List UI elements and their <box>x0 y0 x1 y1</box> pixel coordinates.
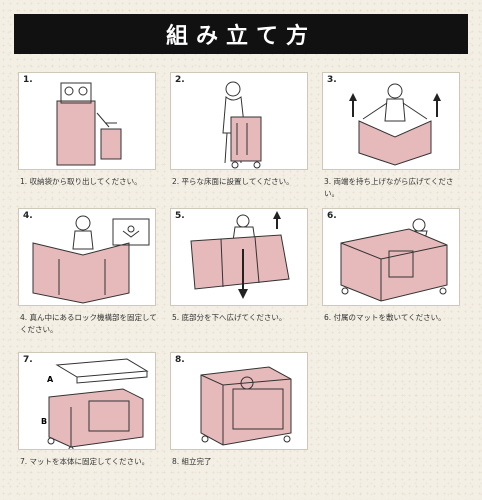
person-placing-crib-icon <box>222 81 262 169</box>
step-caption: 6. 付属のマットを敷いてください。 <box>324 313 446 322</box>
marker-a: A <box>47 375 54 384</box>
step-caption: 1. 収納袋から取り出してください。 <box>20 177 142 186</box>
step-1-illustration: 1. <box>18 72 156 170</box>
step-5-illustration: 5. <box>170 208 308 306</box>
step-caption: 4. 真ん中にあるロック機構部を固定してください。 <box>20 313 157 334</box>
step-caption: 2. 平らな床面に設置してください。 <box>172 177 294 186</box>
page-title: 組み立て方 <box>14 14 468 54</box>
lifting-crib-ends-icon <box>349 83 441 166</box>
step-4-illustration: 4. <box>18 208 156 306</box>
step-caption: 7. マットを本体に固定してください。 <box>20 457 150 466</box>
step-number: 2. <box>175 75 185 85</box>
marker-b: B <box>41 417 48 426</box>
step-number: 5. <box>175 211 185 221</box>
completed-crib-icon <box>200 366 292 446</box>
step-number: 4. <box>23 211 33 221</box>
step-number: 6. <box>327 211 337 221</box>
step-6-illustration: 6. <box>322 208 460 306</box>
step-8-illustration: 8. <box>170 352 308 450</box>
fixing-mattress-icon <box>47 358 149 449</box>
step-caption: 3. 両端を持ち上げながら広げてください。 <box>324 177 454 198</box>
step-number: 8. <box>175 355 185 365</box>
step-number: 1. <box>23 75 33 85</box>
step-2-illustration: 2. <box>170 72 308 170</box>
step-3-illustration: 3. <box>322 72 460 170</box>
pushing-base-down-icon <box>190 211 290 299</box>
placing-mattress-icon <box>340 218 448 302</box>
folded-crib-bag-icon <box>56 82 122 166</box>
step-caption: 5. 底部分を下へ広げてください。 <box>172 313 287 322</box>
step-caption: 8. 組立完了 <box>172 457 212 466</box>
step-7-illustration: 7. A B <box>18 352 156 450</box>
lock-mechanism-icon <box>32 215 150 304</box>
step-number: 7. <box>23 355 33 365</box>
step-number: 3. <box>327 75 337 85</box>
